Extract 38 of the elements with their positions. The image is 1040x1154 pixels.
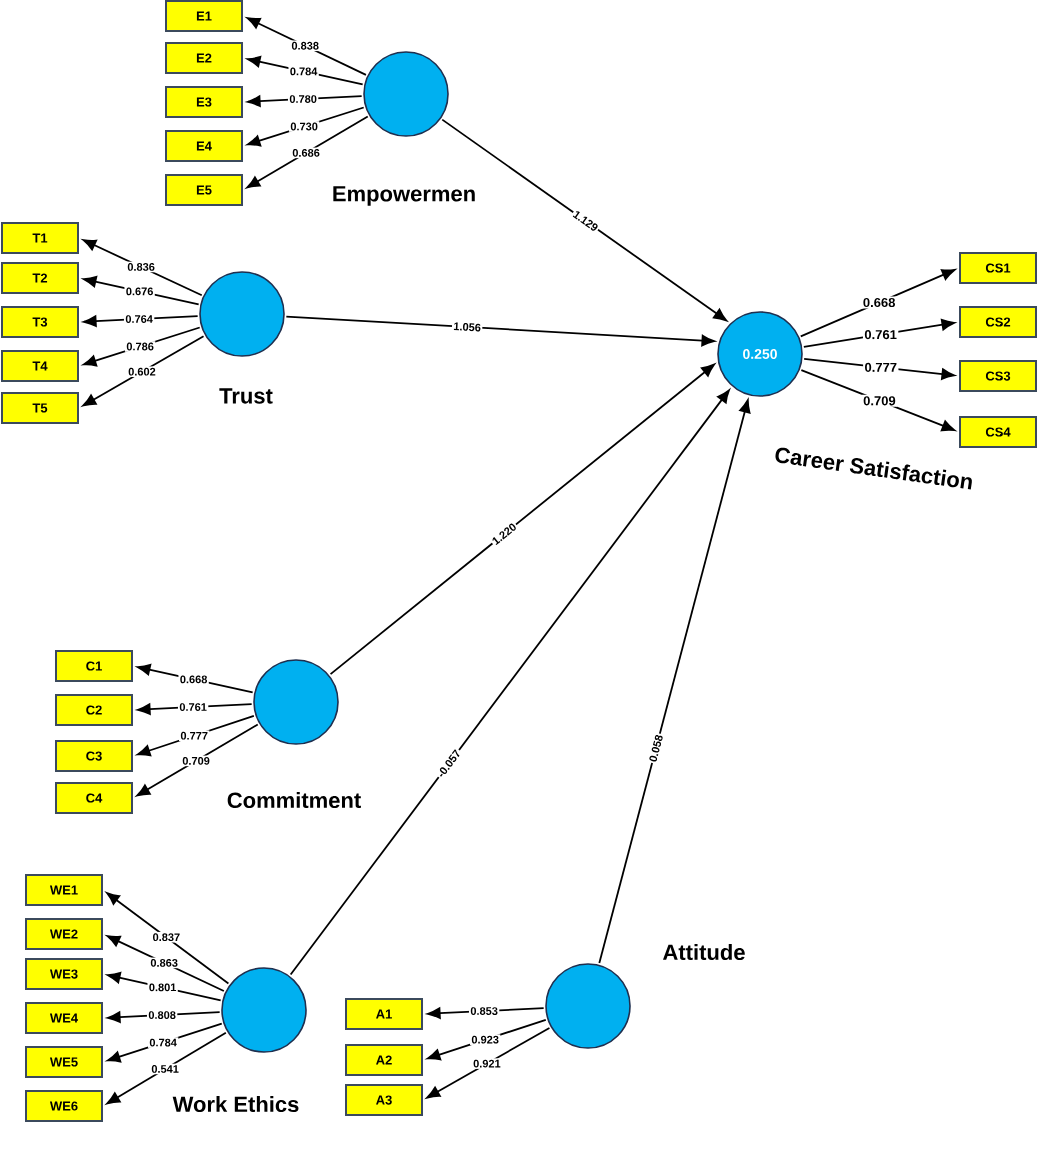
arrow [136, 723, 259, 797]
arrow [427, 1007, 545, 1019]
arrow [441, 118, 728, 322]
arrow [106, 935, 225, 992]
arrow [136, 715, 255, 757]
arrow [137, 663, 254, 694]
arrow [106, 1022, 223, 1063]
arrow [426, 1027, 551, 1099]
construct-label: Attitude [663, 943, 745, 961]
arrow [82, 239, 203, 297]
construct-label: Trust [219, 388, 273, 404]
arrow [803, 358, 955, 380]
arrow [802, 318, 955, 348]
construct-label: Work Ethics [172, 1095, 299, 1113]
arrow [246, 115, 369, 189]
arrow [247, 95, 363, 107]
arrow [107, 972, 222, 1002]
arrow [246, 17, 367, 76]
construct-label: Commitment [227, 791, 361, 809]
arrow [106, 1031, 227, 1105]
arrow [598, 399, 751, 964]
arrow [426, 1018, 547, 1061]
arrow [106, 892, 230, 985]
construct-label: Career Satisfaction [775, 447, 972, 490]
arrow [107, 1011, 221, 1023]
arrow [246, 106, 365, 147]
arrow [83, 275, 200, 306]
construct-label: Empowermen [333, 186, 475, 206]
arrow [82, 326, 201, 367]
arrow [247, 55, 364, 86]
arrow [800, 369, 956, 432]
arrow [289, 389, 730, 976]
arrow [137, 703, 253, 715]
arrow [82, 335, 205, 407]
arrow [83, 315, 199, 327]
arrow [329, 363, 715, 675]
arrow [799, 269, 956, 338]
arrow [285, 315, 715, 347]
